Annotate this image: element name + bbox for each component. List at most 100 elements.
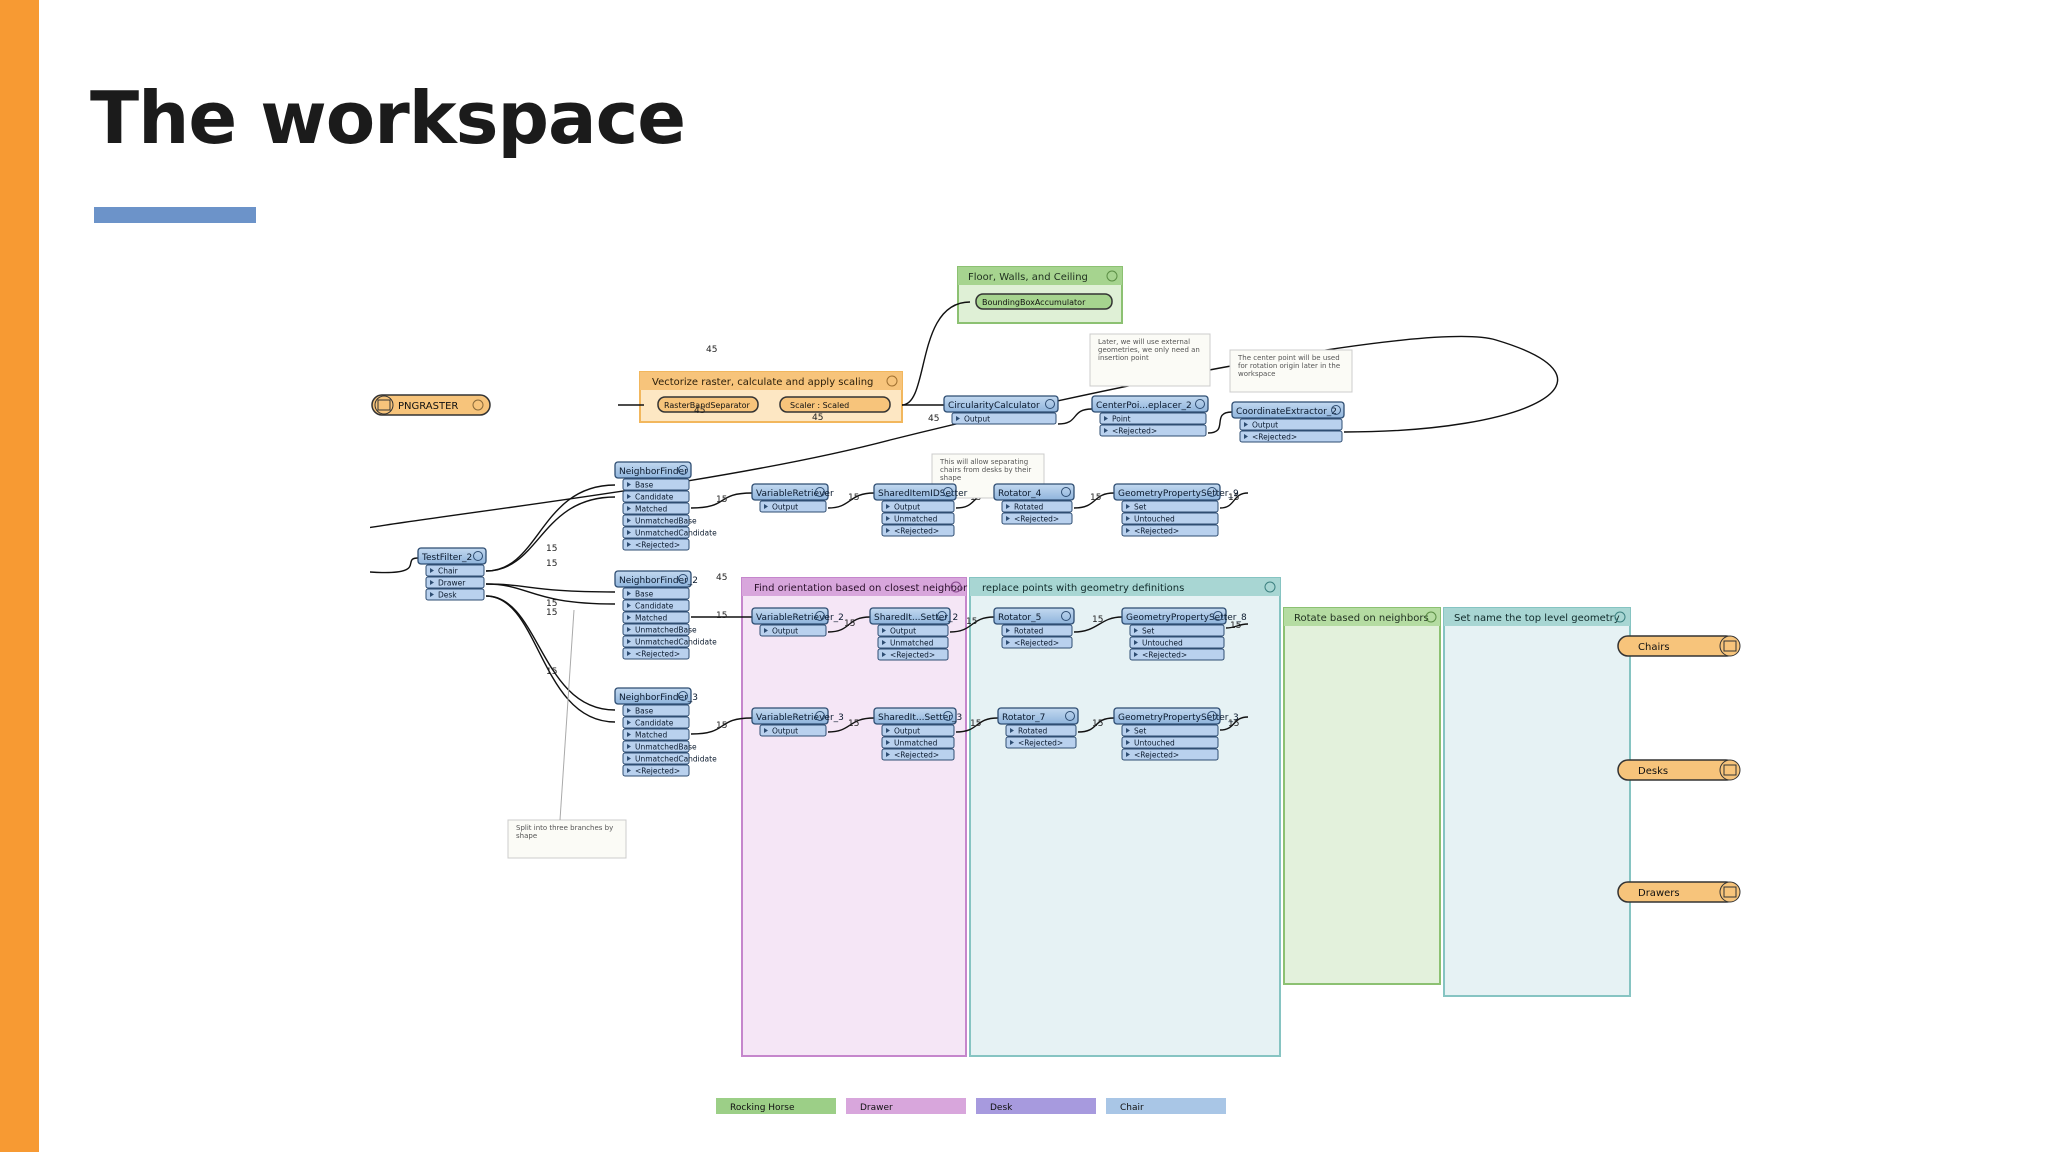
gear-icon[interactable] [1106,270,1118,282]
output-port[interactable] [1005,736,1077,749]
vectorize-item-1[interactable] [657,396,759,413]
output-port[interactable] [759,724,827,737]
bookmark-setname[interactable]: Set name the top level geometry [1443,607,1631,997]
output-port[interactable] [881,524,955,537]
transformer-sis1[interactable]: SharedItemIDSetterOutputUnmatched<Reject… [873,483,968,537]
transformer-sis3[interactable]: SharedIt...Setter_3OutputUnmatched<Rejec… [873,707,962,761]
output-port[interactable] [1001,624,1073,637]
output-port[interactable] [622,490,690,503]
output-port[interactable] [425,576,485,589]
gear-icon[interactable] [1061,487,1071,497]
bookmark-replace[interactable]: replace points with geometry definitions [969,577,1281,1057]
output-port[interactable] [877,636,949,649]
bookmark-floor[interactable]: Floor, Walls, and Ceiling BoundingBoxAcc… [957,266,1123,324]
output-port[interactable] [622,538,690,551]
output-port[interactable] [622,704,690,717]
gear-icon[interactable] [1045,399,1055,409]
transformer-gps3[interactable]: GeometryPropertySetter_3SetUntouched<Rej… [1113,707,1239,761]
output-port[interactable] [877,648,949,661]
gear-icon[interactable] [678,691,688,701]
gear-icon[interactable] [1425,611,1437,623]
output-port[interactable] [622,478,690,491]
output-port[interactable] [881,736,955,749]
output-port[interactable] [622,526,690,539]
output-port[interactable] [1121,724,1219,737]
output-port[interactable] [622,514,690,527]
transformer-nf3[interactable]: NeighborFinder_3BaseCandidateMatchedUnma… [614,687,717,777]
output-port[interactable] [425,588,485,601]
output-port[interactable] [1239,430,1343,443]
floor-item[interactable] [975,293,1113,310]
output-port[interactable] [1005,724,1077,737]
output-port[interactable] [881,724,955,737]
gear-icon[interactable] [886,375,898,387]
output-port[interactable] [622,716,690,729]
gear-icon[interactable] [815,711,825,721]
vectorize-item-2[interactable] [779,396,891,413]
output-port[interactable] [881,500,955,513]
gear-icon[interactable] [943,711,953,721]
bookmark-rotate[interactable]: Rotate based on neighbors [1283,607,1441,985]
output-port[interactable] [622,635,690,648]
output-port[interactable] [622,502,690,515]
output-port[interactable] [951,412,1057,425]
output-port[interactable] [1121,500,1219,513]
output-port[interactable] [759,500,827,513]
output-port[interactable] [1001,512,1073,525]
gear-icon[interactable] [1614,611,1626,623]
output-port[interactable] [622,764,690,777]
output-port[interactable] [622,599,690,612]
gear-icon[interactable] [1065,711,1075,721]
output-port[interactable] [622,647,690,660]
gear-icon[interactable] [815,487,825,497]
writer-drawers[interactable]: Drawers [1617,881,1741,903]
writer-chairs[interactable]: Chairs [1617,635,1741,657]
fme-workspace-canvas[interactable]: Floor, Walls, and Ceiling BoundingBoxAcc… [370,260,1770,1130]
output-port[interactable] [877,624,949,637]
output-port[interactable] [1001,500,1073,513]
gear-icon[interactable] [473,551,483,561]
reader-pngraster[interactable]: PNGRASTER [371,394,491,416]
gear-icon[interactable] [678,465,688,475]
transformer-nf1[interactable]: NeighborFinderBaseCandidateMatchedUnmatc… [614,461,717,551]
output-port[interactable] [1129,648,1225,661]
output-port[interactable] [622,740,690,753]
output-port[interactable] [1121,512,1219,525]
gear-icon[interactable] [1264,581,1276,593]
output-port[interactable] [1129,636,1225,649]
output-port[interactable] [1001,636,1073,649]
output-port[interactable] [1121,524,1219,537]
output-port[interactable] [622,587,690,600]
gear-icon[interactable] [937,611,947,621]
output-port[interactable] [622,728,690,741]
output-port[interactable] [622,623,690,636]
output-port[interactable] [1121,748,1219,761]
output-port[interactable] [1121,736,1219,749]
gear-icon[interactable] [950,581,962,593]
output-port[interactable] [759,624,827,637]
writer-desks[interactable]: Desks [1617,759,1741,781]
output-port[interactable] [1129,624,1225,637]
transformer-gps8[interactable]: GeometryPropertySetter_8SetUntouched<Rej… [1121,607,1247,661]
output-port[interactable] [622,752,690,765]
bookmark-orientation[interactable]: Find orientation based on closest neighb… [741,577,968,1057]
gear-icon[interactable] [678,574,688,584]
gear-icon[interactable] [943,487,953,497]
output-port[interactable] [881,512,955,525]
gear-icon[interactable] [472,399,484,411]
gear-icon[interactable] [1207,487,1217,497]
gear-icon[interactable] [1213,611,1223,621]
gear-icon[interactable] [1331,405,1341,415]
gear-icon[interactable] [815,611,825,621]
